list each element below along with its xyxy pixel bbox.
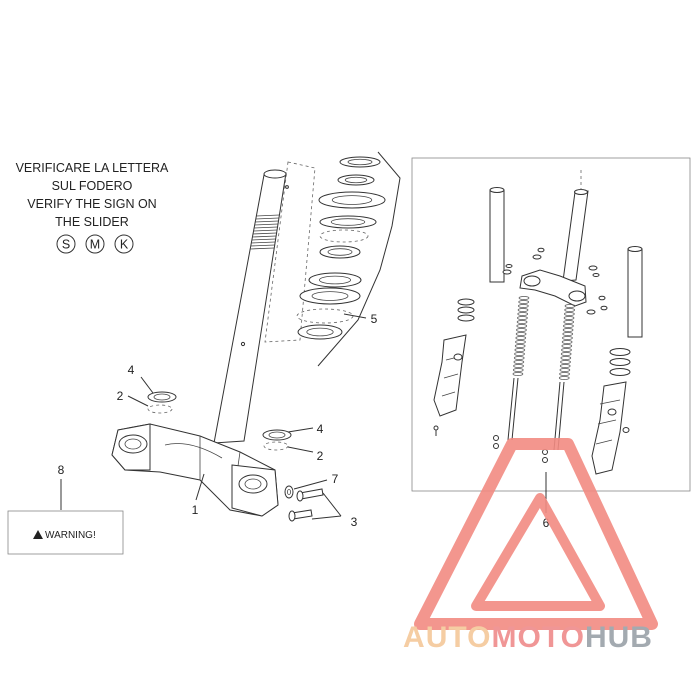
fork-slider-right [591, 348, 631, 475]
letter-s-badge: S [56, 234, 76, 254]
watermark-triangle-icon [414, 438, 658, 630]
headset-kit [264, 151, 401, 367]
warning-label: WARNING! [7, 510, 124, 555]
warning-text: WARNING! [45, 530, 96, 541]
letter-k-badge: K [114, 234, 134, 254]
o-ring-left [147, 404, 173, 414]
note-line-4: THE SLIDER [55, 215, 129, 229]
watermark-logo: AUTOMOTOHUB [403, 438, 658, 654]
fork-bottom-bolts [493, 435, 548, 463]
callout-4-right: 4 [317, 422, 324, 436]
fork-tube-right [627, 246, 643, 338]
fork-assembly [411, 157, 691, 492]
fork-triple-clamp [519, 269, 587, 307]
callout-2-left: 2 [117, 389, 124, 403]
callout-5: 5 [371, 312, 378, 326]
letter-m-badge: M [85, 234, 105, 254]
note-line-1: VERIFICARE LA LETTERA [16, 161, 169, 175]
callout-4-left: 4 [128, 363, 135, 377]
fork-springs [507, 296, 576, 451]
note-line-3: VERIFY THE SIGN ON [27, 197, 156, 211]
stem-thread [249, 214, 280, 250]
warning-icon [33, 530, 43, 539]
dust-seal-right [262, 429, 292, 441]
lower-triple-clamp [111, 423, 279, 517]
fork-tube-left [489, 187, 505, 283]
dust-seal-left [147, 391, 177, 403]
watermark-auto: AUTO [403, 621, 491, 654]
callout-3: 3 [351, 515, 358, 529]
watermark-moto: MOTO [492, 621, 585, 654]
leader-lines [60, 313, 547, 520]
callout-1: 1 [192, 503, 199, 517]
washer [284, 485, 294, 499]
callout-2-right: 2 [317, 449, 324, 463]
letter-k: K [120, 238, 129, 252]
note-line-2: SUL FODERO [52, 179, 133, 193]
fork-slider-left [433, 298, 475, 436]
fork-stem [562, 170, 589, 282]
screw-lower [288, 509, 313, 522]
callout-8: 8 [58, 463, 65, 477]
watermark-hub: HUB [585, 621, 653, 654]
screw-upper [296, 488, 324, 502]
letter-s: S [62, 238, 70, 252]
watermark-text: AUTOMOTOHUB [403, 621, 653, 654]
fork-hardware [502, 247, 608, 315]
o-ring-right [263, 441, 289, 451]
bearing-stack [296, 156, 386, 340]
callout-7: 7 [332, 472, 339, 486]
callout-6: 6 [543, 516, 550, 530]
callout-numbers: 1 2 2 3 4 4 5 6 7 8 [58, 312, 550, 530]
letter-m: M [90, 238, 100, 252]
steering-stem [213, 169, 289, 444]
verify-note: VERIFICARE LA LETTERA SUL FODERO VERIFY … [16, 161, 169, 254]
